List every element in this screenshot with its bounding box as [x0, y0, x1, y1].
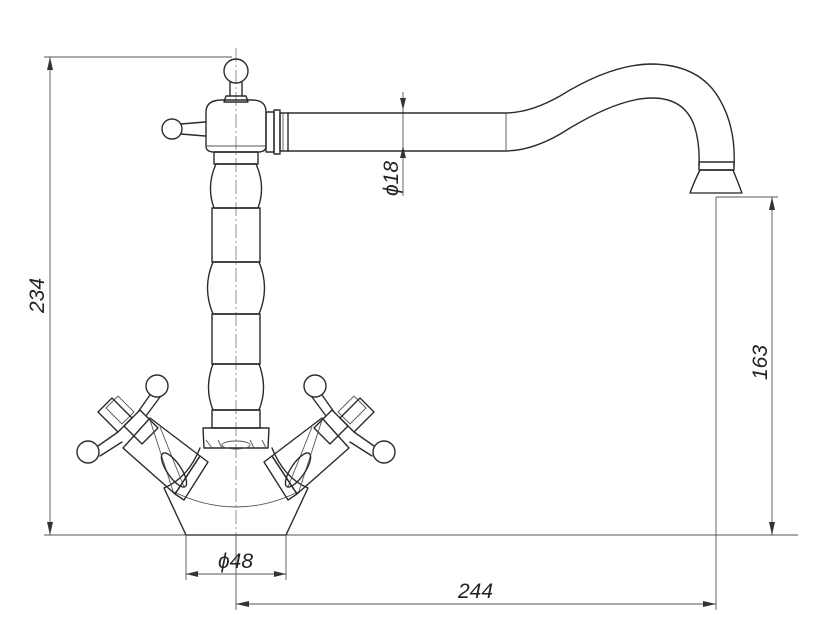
base-body	[163, 447, 309, 536]
dim-overall-height: 234	[26, 278, 49, 314]
dim-base-diameter: ϕ48	[218, 550, 253, 573]
dim-spout-diameter: ϕ18	[380, 161, 403, 196]
valve-head	[205, 99, 289, 155]
dim-spout-reach: 244	[457, 580, 493, 603]
top-lever-handle	[161, 58, 249, 140]
right-cross-handle	[263, 374, 396, 501]
dimension-lines	[44, 56, 798, 610]
spout	[287, 63, 743, 194]
left-cross-handle	[76, 374, 209, 501]
column-body	[202, 151, 270, 450]
dim-spout-height: 163	[749, 345, 772, 380]
